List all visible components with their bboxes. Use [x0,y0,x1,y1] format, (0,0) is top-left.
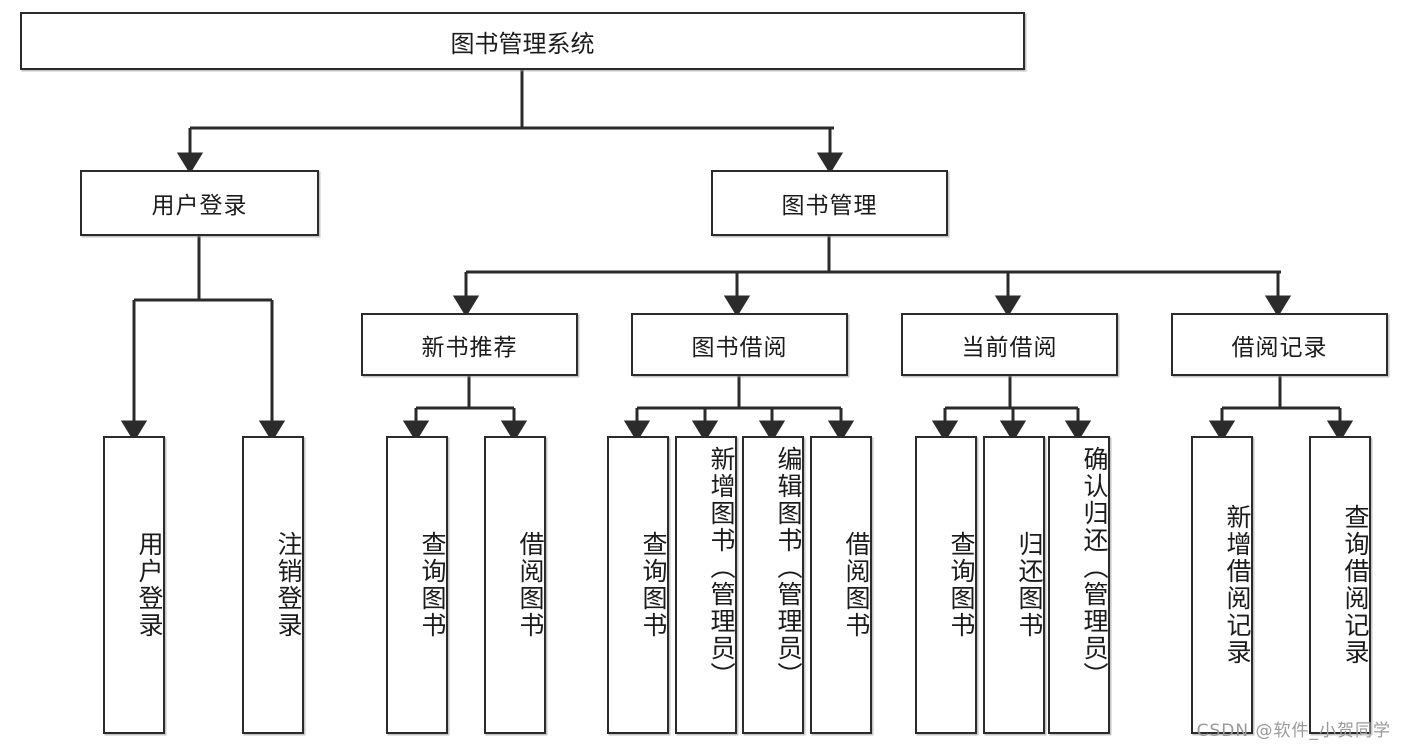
leaf-borrow-book-recommend[interactable]: 借阅图书 [484,436,546,734]
leaf-logout-login[interactable]: 注销登录 [242,436,304,734]
node-label: 用户登录 [151,193,248,219]
node-label: 归还图书 [1015,531,1044,639]
node-label: 查询图书 [418,531,447,639]
node-label: 借阅记录 [1231,334,1328,361]
node-label: 查询借阅记录 [1341,504,1370,666]
node-new-book-recommend[interactable]: 新书推荐 [361,313,578,376]
leaf-query-book-current[interactable]: 查询图书 [915,436,977,734]
leaf-edit-book-admin[interactable]: 编辑图书（管理员） [742,436,804,734]
leaf-add-borrow-record[interactable]: 新增借阅记录 [1191,436,1253,734]
node-label: 图书管理 [781,193,878,219]
node-book-borrow[interactable]: 图书借阅 [631,313,848,376]
leaf-query-borrow-record[interactable]: 查询借阅记录 [1309,436,1371,734]
node-label: 图书借阅 [691,334,788,361]
leaf-query-book-borrow[interactable]: 查询图书 [607,436,669,734]
leaf-query-book-recommend[interactable]: 查询图书 [386,436,448,734]
node-label: 确认归还（管理员） [1080,446,1109,689]
node-label: 当前借阅 [961,334,1058,361]
node-label: 新增图书（管理员） [707,446,736,689]
leaf-user-login[interactable]: 用户登录 [103,436,165,734]
node-book-manage[interactable]: 图书管理 [711,170,948,236]
node-label: 用户登录 [135,531,164,639]
leaf-confirm-return-admin[interactable]: 确认归还（管理员） [1048,436,1110,734]
node-label: 图书管理系统 [450,29,595,58]
node-label: 新增借阅记录 [1223,504,1252,666]
leaf-add-book-admin[interactable]: 新增图书（管理员） [675,436,737,734]
node-label: 借阅图书 [842,531,871,639]
leaf-borrow-book[interactable]: 借阅图书 [810,436,872,734]
node-label: 注销登录 [274,531,303,639]
node-root-book-management-system[interactable]: 图书管理系统 [20,12,1025,70]
leaf-return-book[interactable]: 归还图书 [983,436,1045,734]
node-label: 借阅图书 [516,531,545,639]
node-borrow-record[interactable]: 借阅记录 [1171,313,1388,376]
watermark: CSDN @软件_小贺同学 [1196,721,1391,741]
node-current-borrow[interactable]: 当前借阅 [901,313,1118,376]
node-label: 查询图书 [639,531,668,639]
node-label: 查询图书 [947,531,976,639]
node-label: 新书推荐 [421,334,518,361]
node-label: 编辑图书（管理员） [774,446,803,689]
node-user-login[interactable]: 用户登录 [80,170,319,236]
